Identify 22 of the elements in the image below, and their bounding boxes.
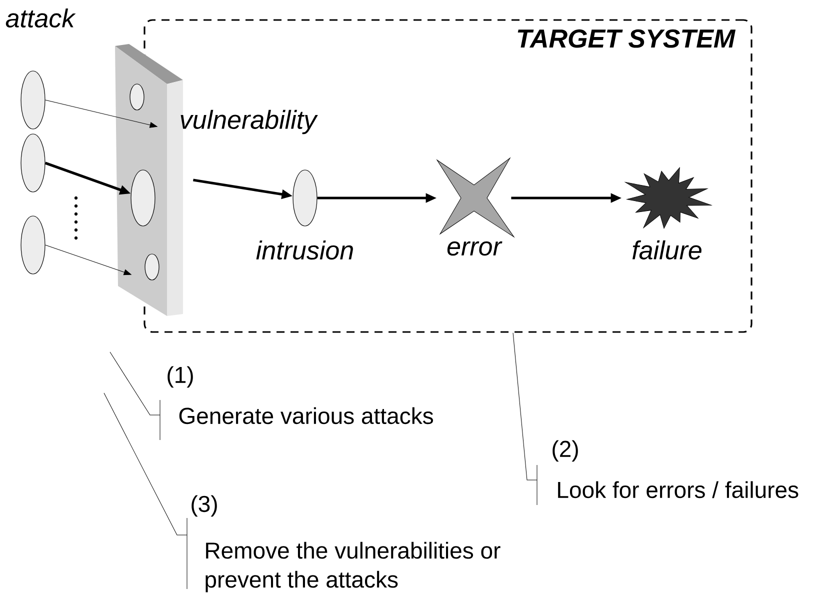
part-label: attack <box>6 8 76 28</box>
part-label: vulnerability <box>180 110 318 134</box>
leader-line <box>110 352 160 440</box>
node-label: intrusion <box>256 240 353 260</box>
arrow <box>45 100 158 128</box>
ellipse-shape <box>292 170 318 226</box>
step-note: (3) Remove the vulnerabilities or prevent the attacks <box>192 495 500 592</box>
burst-shape <box>625 167 712 229</box>
step-note: (1) Generate various attacks <box>168 366 434 424</box>
ellipse-shape <box>20 70 46 130</box>
leader-line <box>104 392 188 590</box>
star-shape <box>436 158 514 238</box>
step-note: (2) Look for errors / failures <box>552 440 798 498</box>
ellipse-shape <box>130 170 156 226</box>
node-label: error <box>447 241 502 256</box>
leader-line <box>512 332 538 506</box>
ellipse-shape <box>20 134 46 192</box>
ellipse-shape <box>20 216 46 274</box>
ellipse-shape <box>144 254 160 280</box>
ellipse-shape <box>130 84 144 110</box>
node-label: failure <box>632 240 702 260</box>
arrow <box>45 244 132 276</box>
